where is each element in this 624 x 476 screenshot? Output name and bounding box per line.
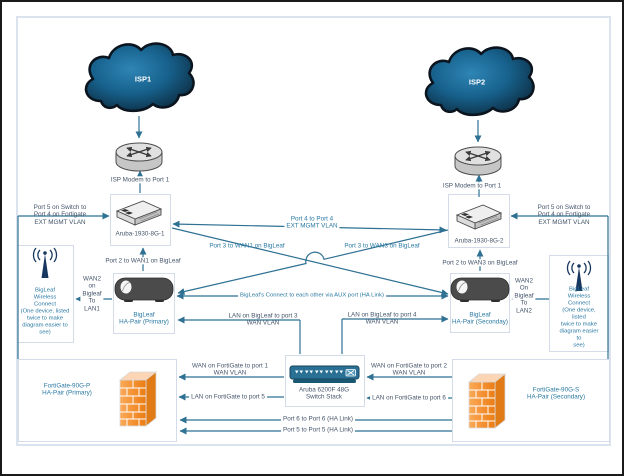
aruba-switch-2-icon bbox=[455, 204, 503, 230]
fortigate-secondary-label: FortiGate-90G-S HA-Pair (Secondary) bbox=[526, 386, 586, 401]
isp-modem-left-icon bbox=[115, 142, 163, 172]
isp2-label: ISP2 bbox=[468, 77, 486, 87]
port3-wan1-label: Port 3 to WAN1 on BigLeaf bbox=[209, 242, 285, 250]
fortigate-primary-label: FortiGate-90G-P HA-Pair (Primary) bbox=[42, 382, 92, 397]
diagram-border bbox=[16, 16, 611, 446]
port4-to-port4-label: Port 4 to Port 4 EXT MGMT VLAN bbox=[284, 215, 340, 231]
wan-fortigate-port2-label: WAN on FortiGate to port 2 WAN VLAN bbox=[370, 362, 448, 377]
firewall-secondary-icon bbox=[467, 373, 507, 429]
port2-wan3-label: Port 2 to WAN3 on BigLeaf bbox=[440, 259, 520, 267]
lan-bigleaf-port3-label: LAN on BigLeaf to port 3 WAN VLAN bbox=[228, 312, 298, 327]
wan2-right-label: WAN2 On Bigleaf To LAN2 bbox=[512, 277, 536, 315]
wireless-left-label: BigLeaf Wireless Connect (One device, li… bbox=[20, 287, 70, 336]
ha-port6-label: Port 6 to Port 6 (HA Link) bbox=[281, 415, 355, 423]
isp1-label: ISP1 bbox=[134, 74, 152, 84]
ha-port5-label: Port 5 to Port 5 (HA Link) bbox=[281, 426, 355, 434]
wireless-antenna-right-icon bbox=[566, 260, 592, 291]
switch-stack-label: Aruba 6200F 48G Switch Stack bbox=[298, 386, 350, 401]
aruba-switch-1-label: Aruba-1930-8G-1 bbox=[115, 230, 165, 238]
switch-stack-icon bbox=[289, 365, 360, 383]
bigleaf-secondary-icon bbox=[450, 277, 510, 302]
firewall-primary-icon bbox=[118, 371, 158, 427]
link-port3-wan3 bbox=[177, 229, 449, 295]
isp2-cloud-icon bbox=[424, 46, 535, 117]
bigleaf-secondary-label: BigLeaf HA-Pair (Seconday) bbox=[452, 311, 508, 326]
modem-right-label: ISP Modem to Port 1 bbox=[440, 182, 504, 190]
aruba-switch-2-label: Aruba-1930-8G-2 bbox=[454, 237, 504, 245]
wireless-antenna-left-icon bbox=[32, 247, 58, 278]
link-port3-wan1 bbox=[171, 227, 449, 296]
bigleaf-primary-label: BigLeaf HA-Pair (Primary) bbox=[119, 311, 169, 326]
port3-wan3-label: Port 3 to WAN3 on BigLeaf bbox=[344, 242, 420, 250]
wireless-right-label: BigLeaf Wireless Connect (One device, li… bbox=[559, 286, 599, 349]
aux-ha-link-label: BigLeaf's Connect to each other via AUX … bbox=[238, 292, 386, 300]
modem-left-label: ISP Modem to Port 1 bbox=[108, 176, 172, 184]
wan-fortigate-port1-label: WAN on FortiGate to port 1 WAN VLAN bbox=[191, 362, 269, 377]
wan2-left-label: WAN2 on Bigleaf To LAN1 bbox=[80, 275, 104, 313]
aruba-switch-1-icon bbox=[115, 200, 163, 226]
ext-mgmt-left-label: Port 5 on Switch to Port 4 on Fortigate … bbox=[33, 203, 87, 226]
lan-fortigate-port6-label: LAN on FortiGate to port 6 bbox=[370, 394, 448, 402]
isp-modem-right-icon bbox=[454, 146, 502, 176]
port2-wan1-label: Port 2 to WAN1 on BigLeaf bbox=[103, 257, 183, 265]
lan-fortigate-port5-label: LAN on FortiGate to port 5 bbox=[189, 393, 267, 401]
ext-mgmt-right-label: Port 5 on Switch to Port 4 on Fortigate … bbox=[537, 203, 591, 226]
isp1-cloud-icon bbox=[84, 42, 195, 113]
bigleaf-primary-icon bbox=[114, 277, 174, 302]
lan-bigleaf-port4-label: LAN on BigLeaf to port 4 WAN VLAN bbox=[347, 311, 417, 326]
